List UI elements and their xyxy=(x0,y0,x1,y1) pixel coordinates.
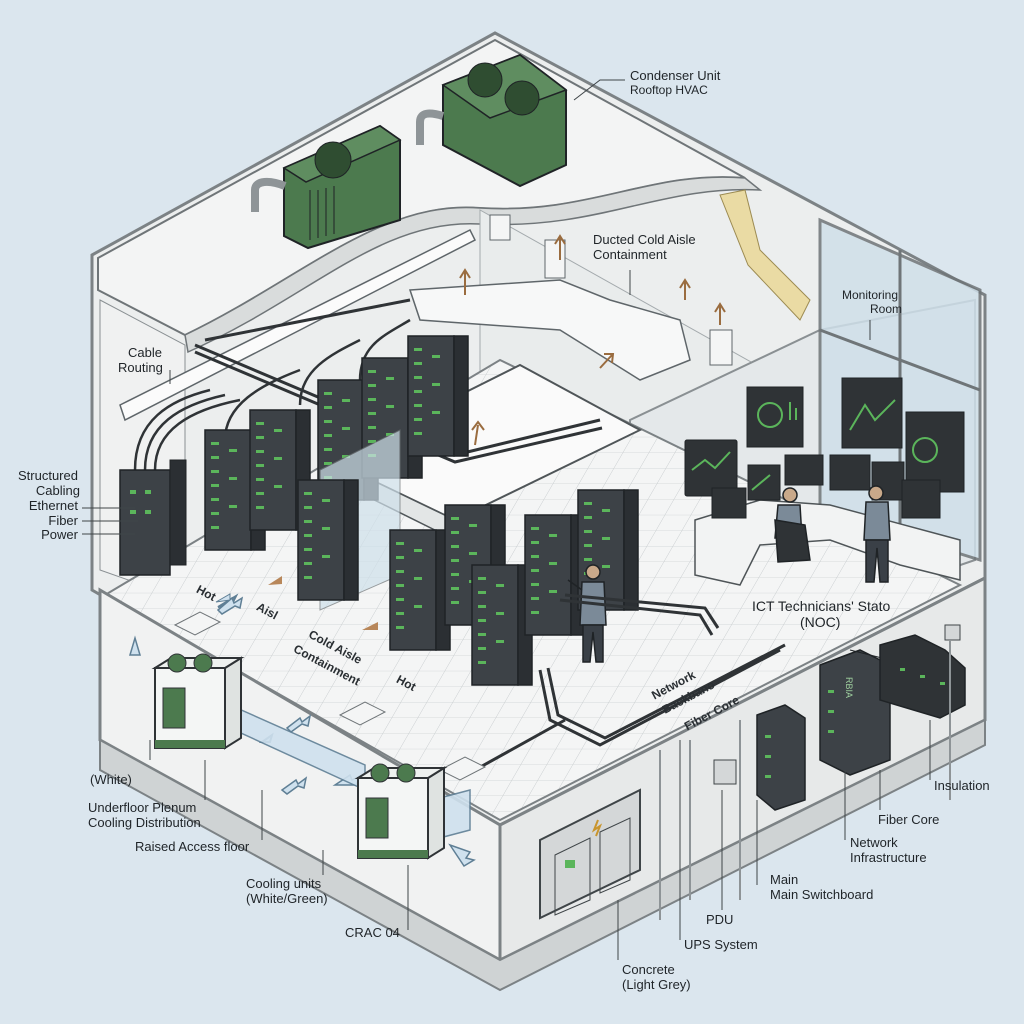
ducted-cold-aisle-label: Ducted Cold Aisle xyxy=(593,232,696,247)
condenser-unit-1 xyxy=(282,124,402,250)
condenser-unit-2 xyxy=(441,53,568,188)
ups-cabinets xyxy=(756,704,806,811)
rack-tag: RBIA xyxy=(844,676,855,699)
structured-cabling-cabinet xyxy=(119,459,187,576)
ethernet-label: Ethernet xyxy=(28,498,78,513)
main-switchboard-label-2: Main Switchboard xyxy=(770,887,874,902)
network-infrastructure-label: Network xyxy=(850,835,898,850)
ict-technicians-label: ICT Technicians' Stato xyxy=(752,598,891,614)
fiber-label: Fiber xyxy=(48,513,78,528)
crac-unit-1 xyxy=(154,653,242,749)
fiber-core-label: Fiber Core xyxy=(878,812,940,827)
network-racks-basement xyxy=(819,634,966,776)
cooling-units-label: Cooling units xyxy=(246,876,322,891)
cable-routing-label-2: Routing xyxy=(118,360,163,375)
concrete-label: Concrete xyxy=(622,962,675,977)
ducted-cold-aisle-label-2: Containment xyxy=(593,247,667,262)
ict-technicians-label-2: (NOC) xyxy=(800,614,841,630)
cable-routing-label: Cable xyxy=(128,345,162,360)
monitoring-room-label-2: Room xyxy=(870,302,903,316)
raised-floor-label: Raised Access floor xyxy=(135,839,250,854)
ups-system-label: UPS System xyxy=(684,937,758,952)
structured-cabling-label-2: Cabling xyxy=(35,483,80,498)
crac-label: CRAC 04 xyxy=(345,925,400,940)
structured-cabling-label: Structured xyxy=(18,468,78,483)
crac-unit-2 xyxy=(357,763,445,859)
condenser-unit-title: Condenser Unit xyxy=(630,68,721,83)
insulation-label: Insulation xyxy=(934,778,990,793)
concrete-label-2: (Light Grey) xyxy=(622,977,691,992)
monitoring-room-label: Monitoring xyxy=(842,288,899,302)
network-infrastructure-label-2: Infrastructure xyxy=(850,850,927,865)
cooling-units-label-2: (White/Green) xyxy=(246,891,328,906)
underfloor-plenum-label-2: Cooling Distribution xyxy=(88,815,201,830)
white-label: (White) xyxy=(90,772,132,787)
pdu-label: PDU xyxy=(706,912,734,927)
power-label: Power xyxy=(41,527,78,542)
main-switchboard xyxy=(539,788,641,920)
underfloor-plenum-label: Underfloor Plenum xyxy=(88,800,197,815)
main-switchboard-label: Main xyxy=(770,872,799,887)
condenser-unit-subtitle: Rooftop HVAC xyxy=(630,83,708,97)
noc-workstations xyxy=(684,377,965,586)
